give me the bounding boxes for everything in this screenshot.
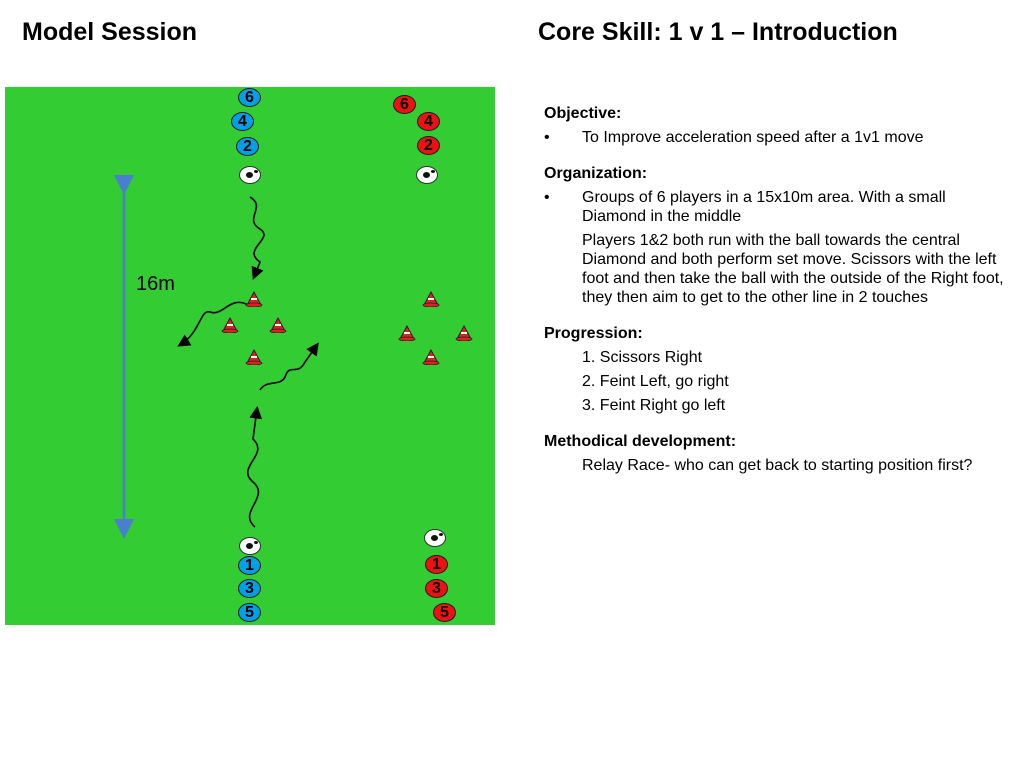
cone-icon [422, 349, 440, 365]
red-player-5: 5 [433, 603, 456, 622]
blue-player-6: 6 [238, 88, 261, 107]
red-player-1: 1 [425, 555, 448, 574]
objective-bullet: • To Improve acceleration speed after a … [544, 128, 1014, 147]
methodical-section: Methodical development: Relay Race- who … [544, 432, 1014, 475]
red-player-6: 6 [393, 95, 416, 114]
organization-text: Groups of 6 players in a 15x10m area. Wi… [582, 189, 946, 225]
cone-icon [221, 317, 239, 333]
pitch-area: 6 4 2 6 4 2 1 3 5 1 3 5 [5, 87, 495, 625]
bullet-icon: • [544, 129, 550, 146]
cone-icon [398, 325, 416, 341]
organization-bullet: • Groups of 6 players in a 15x10m area. … [544, 188, 1014, 226]
arrows-layer [114, 175, 319, 539]
blue-player-3: 3 [238, 579, 261, 598]
organization-heading: Organization: [544, 165, 648, 182]
run-arrow-exit-right [259, 342, 319, 391]
soccer-ball-icon [424, 529, 446, 547]
blue-player-1: 1 [238, 556, 261, 575]
soccer-ball-icon [239, 537, 261, 555]
run-arrow-bottom [246, 405, 263, 528]
core-skill-title: Core Skill: 1 v 1 – Introduction [538, 18, 898, 46]
blue-player-5: 5 [238, 603, 261, 622]
distance-label: 16m [136, 273, 175, 295]
organization-section: Organization: • Groups of 6 players in a… [544, 164, 1014, 307]
progression-step: 1. Scissors Right [582, 349, 703, 366]
cone-icon [422, 291, 440, 307]
session-info: Objective: • To Improve acceleration spe… [544, 104, 1014, 492]
progression-step: 3. Feint Right go left [582, 397, 726, 414]
progression-section: Progression: 1. Scissors Right 2. Feint … [544, 324, 1014, 415]
blue-player-2: 2 [236, 137, 259, 156]
session-title: Model Session [22, 18, 198, 46]
bullet-icon: • [544, 189, 550, 206]
cone-icon [269, 317, 287, 333]
methodical-text: Relay Race- who can get back to starting… [582, 457, 973, 474]
run-arrow-top [249, 196, 265, 280]
cone-icon [245, 349, 263, 365]
soccer-ball-icon [239, 166, 261, 184]
progression-step: 2. Feint Left, go right [582, 373, 729, 390]
progression-heading: Progression: [544, 325, 643, 342]
objective-text: To Improve acceleration speed after a 1v… [582, 129, 924, 146]
red-player-2: 2 [417, 136, 440, 155]
cone-icon [455, 325, 473, 341]
methodical-heading: Methodical development: [544, 433, 737, 450]
soccer-ball-icon [416, 166, 438, 184]
run-arrow-exit-left [177, 301, 249, 347]
objective-section: Objective: • To Improve acceleration spe… [544, 104, 1014, 147]
blue-player-4: 4 [231, 112, 254, 131]
red-player-4: 4 [417, 112, 440, 131]
red-player-3: 3 [425, 579, 448, 598]
organization-detail: Players 1&2 both run with the ball towar… [582, 232, 1004, 306]
cone-icon [245, 291, 263, 307]
objective-heading: Objective: [544, 105, 622, 122]
